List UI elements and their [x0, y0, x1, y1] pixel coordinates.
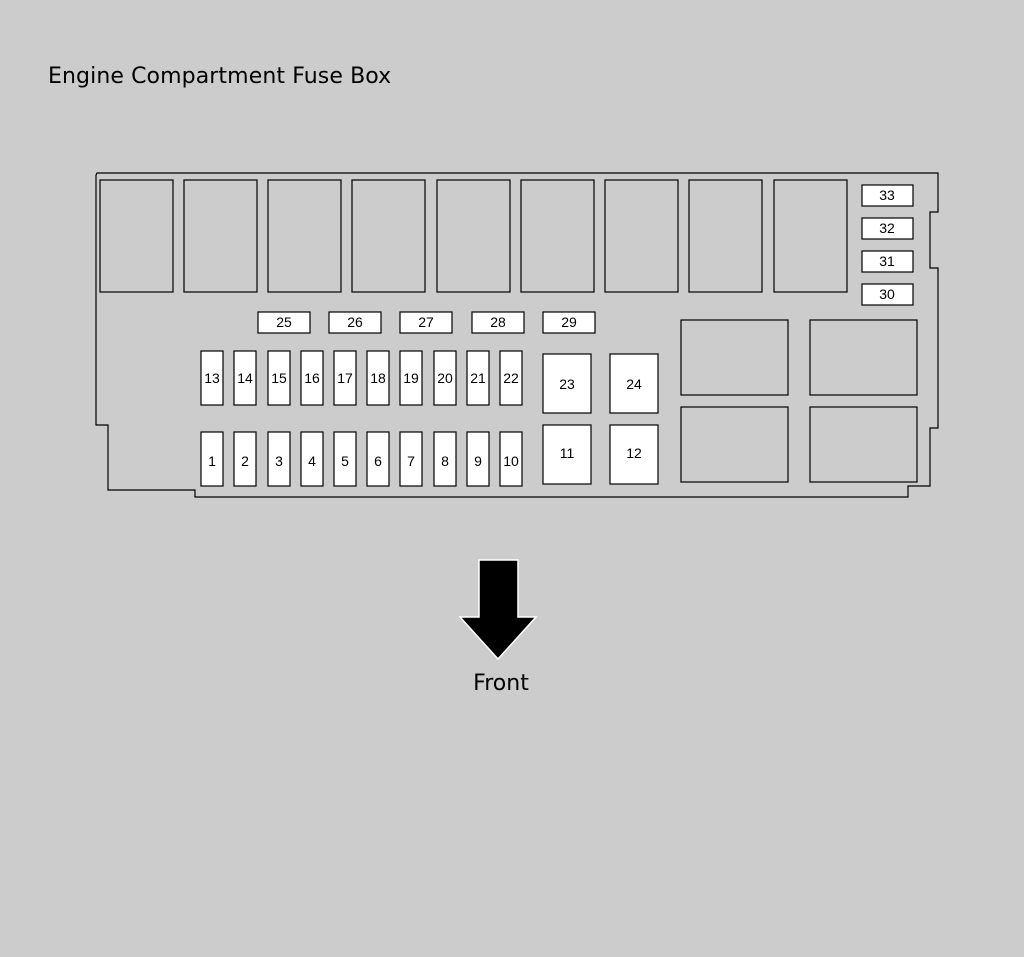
fuse-19[interactable]: 19: [399, 350, 423, 406]
fuse-label: 27: [418, 314, 434, 330]
fuse-label: 1: [208, 453, 216, 469]
fuse-27[interactable]: 27: [399, 311, 453, 334]
fuse-4[interactable]: 4: [300, 431, 324, 487]
fuse-6[interactable]: 6: [366, 431, 390, 487]
fuse-label: 13: [204, 370, 220, 386]
fuse-label: 19: [403, 370, 419, 386]
relay-slot: [604, 179, 679, 293]
fuse-29[interactable]: 29: [542, 311, 596, 334]
relay-slot: [267, 179, 342, 293]
relay-block: [680, 319, 789, 396]
fuse-label: 11: [560, 445, 575, 461]
fuse-5[interactable]: 5: [333, 431, 357, 487]
fuse-label: 25: [276, 314, 292, 330]
fuse-label: 30: [879, 286, 895, 302]
fuse-31[interactable]: 31: [861, 250, 914, 273]
arrow-down-icon: [458, 559, 538, 661]
relay-block: [809, 406, 918, 483]
fuse-label: 7: [407, 453, 415, 469]
fuse-12[interactable]: 12: [609, 424, 659, 485]
relay-block: [809, 319, 918, 396]
fuse-17[interactable]: 17: [333, 350, 357, 406]
fuse-21[interactable]: 21: [466, 350, 490, 406]
fuse-14[interactable]: 14: [233, 350, 257, 406]
right-relay-blocks: [680, 319, 918, 483]
fuse-28[interactable]: 28: [471, 311, 525, 334]
diagram-title: Engine Compartment Fuse Box: [48, 64, 392, 89]
fuse-label: 29: [561, 314, 577, 330]
fuse-label: 12: [626, 445, 642, 461]
fuse-label: 33: [879, 187, 895, 203]
fuse-label: 32: [879, 220, 895, 236]
relay-block: [680, 406, 789, 483]
fuse-32[interactable]: 32: [861, 217, 914, 240]
fuse-13[interactable]: 13: [200, 350, 224, 406]
fuse-8[interactable]: 8: [433, 431, 457, 487]
fuse-label: 22: [503, 370, 519, 386]
fuse-box-housing: [95, 172, 939, 498]
fuse-label: 8: [441, 453, 449, 469]
fuse-label: 17: [337, 370, 353, 386]
fuse-11[interactable]: 11: [542, 424, 592, 485]
fuse-label: 15: [271, 370, 287, 386]
fuse-label: 5: [341, 453, 349, 469]
fuse-label: 9: [474, 453, 482, 469]
fuse-15[interactable]: 15: [267, 350, 291, 406]
fuse-30[interactable]: 30: [861, 283, 914, 306]
fuse-label: 20: [437, 370, 453, 386]
fuse-label: 14: [237, 370, 253, 386]
fuse-10[interactable]: 10: [499, 431, 523, 487]
fuse-label: 31: [879, 253, 895, 269]
relay-slot: [773, 179, 848, 293]
fuse-20[interactable]: 20: [433, 350, 457, 406]
fuse-26[interactable]: 26: [328, 311, 382, 334]
fuse-label: 21: [470, 370, 486, 386]
fuse-label: 28: [490, 314, 506, 330]
fuse-25[interactable]: 25: [257, 311, 311, 334]
fuse-label: 3: [275, 453, 283, 469]
fuse-22[interactable]: 22: [499, 350, 523, 406]
fuse-label: 16: [304, 370, 320, 386]
fuse-16[interactable]: 16: [300, 350, 324, 406]
relay-slot: [520, 179, 595, 293]
fuse-3[interactable]: 3: [267, 431, 291, 487]
fuse-label: 6: [374, 453, 382, 469]
relay-slot: [99, 179, 174, 293]
fuse-33[interactable]: 33: [861, 184, 914, 207]
relay-slot: [351, 179, 426, 293]
fuse-1[interactable]: 1: [200, 431, 224, 487]
fuse-label: 10: [503, 453, 519, 469]
fuse-label: 26: [347, 314, 363, 330]
relay-slot: [436, 179, 511, 293]
fuse-24[interactable]: 24: [609, 353, 659, 414]
fuse-label: 2: [241, 453, 249, 469]
fuse-9[interactable]: 9: [466, 431, 490, 487]
front-direction-label: Front: [473, 671, 529, 696]
fuse-label: 4: [308, 453, 316, 469]
fuse-7[interactable]: 7: [399, 431, 423, 487]
relay-slot: [688, 179, 763, 293]
fuse-label: 18: [370, 370, 386, 386]
relay-slot: [183, 179, 258, 293]
fuse-label: 24: [626, 376, 642, 392]
fuse-23[interactable]: 23: [542, 353, 592, 414]
fuse-label: 23: [559, 376, 575, 392]
top-relay-row: [99, 179, 848, 293]
fuse-18[interactable]: 18: [366, 350, 390, 406]
fuse-2[interactable]: 2: [233, 431, 257, 487]
